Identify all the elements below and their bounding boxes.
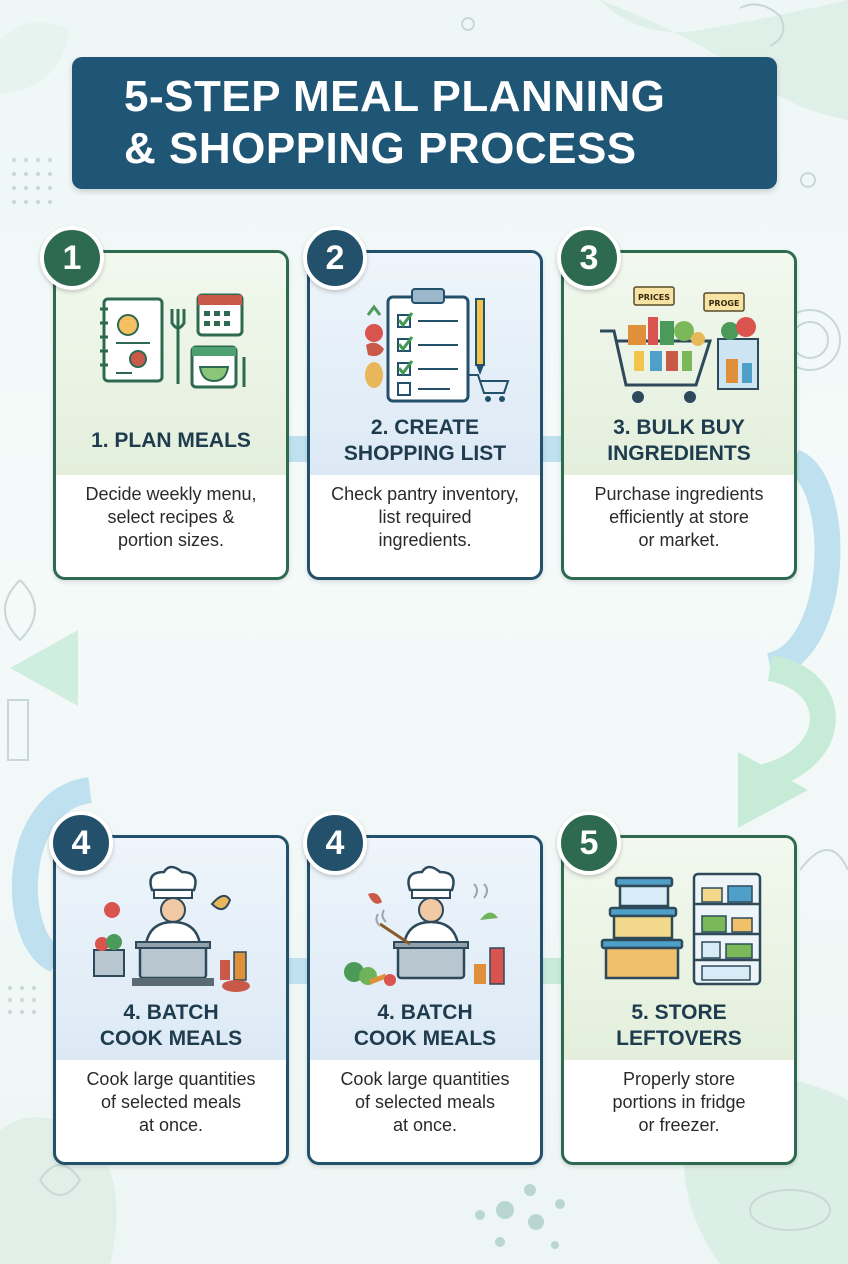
step-badge: 3: [557, 226, 621, 290]
title-line-1: 5-STEP MEAL PLANNING: [124, 72, 666, 121]
dot-pattern: [8, 158, 52, 1014]
step-card-create-shopping-list: 2. CREATE SHOPPING LIST Check pantry inve…: [307, 250, 543, 580]
card-title: 4. BATCH COOK MEALS: [314, 998, 536, 1054]
step-badge: 2: [303, 226, 367, 290]
title-line: COOK MEALS: [99, 1027, 243, 1050]
chef-cooking-icon: [93, 865, 250, 992]
desc-line: Decide weekly menu,: [85, 484, 257, 504]
card-description: Check pantry inventory, list required in…: [318, 483, 532, 552]
title-line: LEFTOVERS: [616, 1027, 742, 1050]
desc-line: Properly store: [622, 1069, 736, 1089]
desc-line: at once.: [138, 1115, 204, 1135]
title-line: INGREDIENTS: [607, 442, 751, 465]
title-line: 4. BATCH: [123, 1001, 219, 1024]
desc-line: of selected meals: [354, 1092, 496, 1112]
title-line-2: & SHOPPING PROCESS: [124, 124, 637, 173]
card-title: 3. BULK BUY INGREDIENTS: [568, 413, 790, 469]
card-title: 2. CREATE SHOPPING LIST: [314, 413, 536, 469]
card-description: Purchase ingredients efficiently at stor…: [572, 483, 786, 552]
title-line: 3. BULK BUY: [613, 416, 745, 439]
desc-line: portions in fridge: [612, 1092, 746, 1112]
food-storage-containers-icon: [600, 872, 762, 986]
step-badge: 4: [303, 811, 367, 875]
card-description: Cook large quantities of selected meals …: [318, 1068, 532, 1137]
desc-line: list required: [378, 507, 472, 527]
meal-planner-calendar-icon: [100, 293, 246, 389]
step-badge: 1: [40, 226, 104, 290]
price-sign-text: PROGE: [709, 299, 740, 308]
desc-line: Purchase ingredients: [594, 484, 764, 504]
desc-line: select recipes &: [107, 507, 235, 527]
desc-line: Cook large quantities: [340, 1069, 510, 1089]
step-badge: 5: [557, 811, 621, 875]
desc-line: Check pantry inventory,: [331, 484, 519, 504]
title-line: 4. BATCH: [377, 1001, 473, 1024]
card-title: 4. BATCH COOK MEALS: [60, 998, 282, 1054]
card-description: Cook large quantities of selected meals …: [64, 1068, 278, 1137]
desc-line: of selected meals: [100, 1092, 242, 1112]
step-card-bulk-buy-ingredients: PRICES PROGE 3. BULK BUY INGREDIENTS Purc…: [561, 250, 797, 580]
desc-line: or market.: [638, 530, 720, 550]
step-badge: 4: [49, 811, 113, 875]
step-card-batch-cook-meals-2: 4. BATCH COOK MEALS Cook large quantities…: [307, 835, 543, 1165]
card-description: Properly store portions in fridge or fre…: [572, 1068, 786, 1137]
desc-line: at once.: [392, 1115, 458, 1135]
title-line: COOK MEALS: [353, 1027, 497, 1050]
card-description: Decide weekly menu, select recipes & por…: [64, 483, 278, 552]
step-card-plan-meals: 1. PLAN MEALS Decide weekly menu, select…: [53, 250, 289, 580]
title-line: 2. CREATE: [370, 416, 480, 439]
desc-line: or freezer.: [638, 1115, 720, 1135]
desc-line: ingredients.: [378, 530, 472, 550]
title-line: 5. STORE: [631, 1001, 727, 1024]
title-line: SHOPPING LIST: [343, 442, 507, 465]
clipboard-checklist-icon: [365, 288, 510, 403]
chef-cooking-icon: [344, 865, 505, 986]
card-title: 5. STORE LEFTOVERS: [568, 998, 790, 1054]
desc-line: portion sizes.: [117, 530, 225, 550]
shopping-cart-icon: PRICES PROGE: [600, 286, 759, 403]
title-banner: 5-STEP MEAL PLANNING & SHOPPING PROCESS: [72, 57, 777, 189]
desc-line: Cook large quantities: [86, 1069, 256, 1089]
card-title: 1. PLAN MEALS: [91, 429, 251, 452]
step-card-batch-cook-meals: 4. BATCH COOK MEALS Cook large quantities…: [53, 835, 289, 1165]
price-sign-text: PRICES: [638, 293, 670, 302]
card-header: [56, 253, 286, 475]
step-card-store-leftovers: 5. STORE LEFTOVERS Properly store portion…: [561, 835, 797, 1165]
desc-line: efficiently at store: [609, 507, 749, 527]
